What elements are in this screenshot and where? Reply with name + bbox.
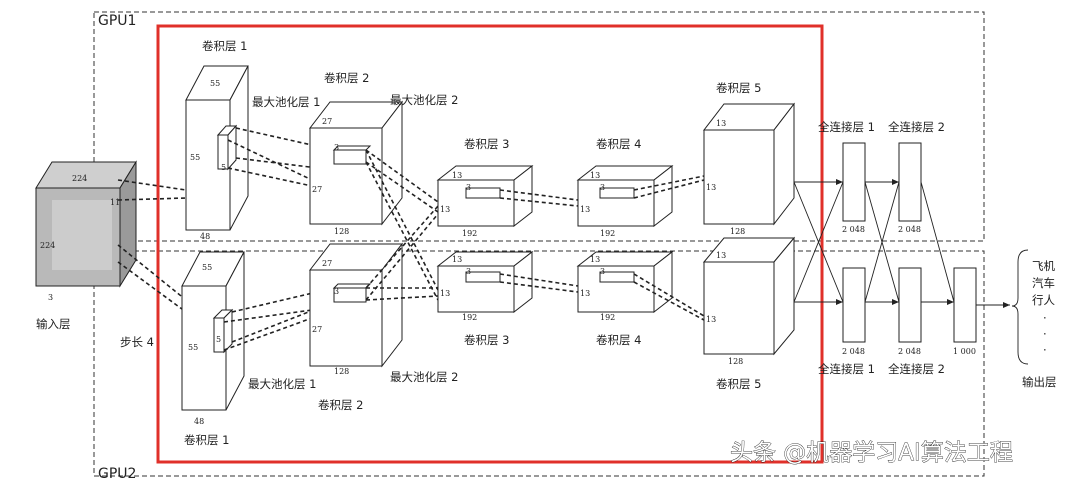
bottom-conv1-label: 卷积层 1	[184, 433, 229, 447]
top-conv3-block	[436, 164, 534, 228]
top-conv1-label: 卷积层 1	[202, 39, 247, 53]
bottom-conv3-k: 3	[466, 267, 471, 276]
top-conv3-label: 卷积层 3	[464, 137, 509, 151]
output-brace	[1011, 249, 1029, 365]
bottom-conv5-label: 卷积层 5	[716, 377, 761, 391]
output-item-5: ·	[1043, 327, 1047, 341]
bottom-pool2-label: 最大池化层 2	[390, 370, 458, 384]
bottom-conv3-h: 13	[452, 255, 462, 264]
bottom-conv2-label: 卷积层 2	[318, 398, 363, 412]
top-conv5-w: 13	[706, 183, 716, 192]
bottom-pool1-label: 最大池化层 1	[248, 377, 316, 391]
bottom-fc2-label: 全连接层 2	[888, 362, 945, 376]
top-conv1-h: 55	[210, 79, 220, 88]
top-conv2-w: 27	[312, 185, 322, 194]
output-item-6: ·	[1043, 343, 1047, 357]
input-dim-w: 224	[40, 241, 55, 250]
bottom-fc1-label: 全连接层 1	[818, 362, 875, 376]
output-item-1: 飞机	[1032, 259, 1055, 273]
output-label: 输出层	[1022, 375, 1057, 389]
bottom-conv2-h: 27	[322, 259, 332, 268]
top-conv4-h: 13	[590, 171, 600, 180]
output-item-4: ·	[1043, 311, 1047, 325]
top-conv5-block	[702, 102, 796, 226]
bottom-conv4-block	[576, 250, 674, 314]
top-fc2-n: 2 048	[898, 225, 921, 234]
top-conv4-w: 13	[580, 205, 590, 214]
top-conv4-label: 卷积层 4	[596, 137, 641, 151]
bottom-fc2-block	[898, 267, 922, 343]
top-conv4-d: 192	[600, 229, 615, 238]
bottom-conv5-block	[702, 236, 796, 356]
bottom-conv2-k: 3	[334, 287, 339, 296]
bottom-conv3-w: 13	[440, 289, 450, 298]
output-item-3: 行人	[1032, 293, 1055, 307]
top-conv3-k: 3	[466, 183, 471, 192]
highlight-frame	[156, 24, 824, 464]
bottom-out-fc-block	[953, 267, 977, 343]
watermark: 头条 @机器学习AI算法工程	[730, 440, 1013, 466]
top-fc2-label: 全连接层 2	[888, 120, 945, 134]
stride-label: 步长 4	[120, 335, 154, 349]
top-conv1-block	[185, 65, 249, 231]
top-conv1-d: 48	[200, 232, 210, 241]
bottom-conv1-h: 55	[202, 263, 212, 272]
top-pool1-label: 最大池化层 1	[252, 95, 320, 109]
top-conv1-w: 55	[190, 153, 200, 162]
bottom-conv4-w: 13	[580, 289, 590, 298]
bottom-conv1-block	[181, 251, 245, 411]
gpu1-label: GPU1	[98, 13, 136, 29]
bottom-fc1-n: 2 048	[842, 347, 865, 356]
input-image	[35, 160, 137, 288]
bottom-conv3-d: 192	[462, 313, 477, 322]
bottom-conv4-label: 卷积层 4	[596, 333, 641, 347]
bottom-out-fc-n: 1 000	[953, 347, 976, 356]
gpu1-region	[93, 11, 985, 242]
bottom-conv1-w: 55	[188, 343, 198, 352]
top-conv4-block	[576, 164, 674, 228]
input-kernel: 11	[110, 198, 120, 207]
top-conv5-h: 13	[716, 119, 726, 128]
bottom-conv2-block	[308, 242, 404, 368]
bottom-conv5-d: 128	[728, 357, 743, 366]
fc-connections	[793, 179, 1010, 308]
top-fc2-block	[898, 142, 922, 222]
top-conv2-d: 128	[334, 227, 349, 236]
bottom-conv1-k: 5	[216, 335, 221, 344]
top-conv3-d: 192	[462, 229, 477, 238]
bottom-conv2-d: 128	[334, 367, 349, 376]
top-fc1-n: 2 048	[842, 225, 865, 234]
top-conv2-k: 3	[334, 143, 339, 152]
bottom-conv4-d: 192	[600, 313, 615, 322]
top-conv2-h: 27	[322, 117, 332, 126]
input-dim-h: 224	[72, 174, 87, 183]
bottom-conv3-label: 卷积层 3	[464, 333, 509, 347]
bottom-conv5-h: 13	[716, 251, 726, 260]
top-conv5-d: 128	[730, 227, 745, 236]
top-conv5-label: 卷积层 5	[716, 81, 761, 95]
gpu2-label: GPU2	[98, 466, 136, 481]
top-conv3-w: 13	[440, 205, 450, 214]
top-conv4-k: 3	[600, 183, 605, 192]
top-conv3-h: 13	[452, 171, 462, 180]
bottom-conv4-h: 13	[590, 255, 600, 264]
top-pool2-label: 最大池化层 2	[390, 93, 458, 107]
top-conv1-k: 5	[221, 163, 226, 172]
top-fc1-block	[842, 142, 866, 222]
gpu2-region	[93, 250, 985, 477]
bottom-fc1-block	[842, 267, 866, 343]
top-conv2-label: 卷积层 2	[324, 71, 369, 85]
bottom-conv5-w: 13	[706, 315, 716, 324]
top-fc1-label: 全连接层 1	[818, 120, 875, 134]
top-conv2-block	[308, 100, 404, 226]
output-item-2: 汽车	[1032, 276, 1055, 290]
input-label: 输入层	[36, 317, 71, 331]
bottom-conv1-d: 48	[194, 417, 204, 426]
bottom-conv2-w: 27	[312, 325, 322, 334]
bottom-fc2-n: 2 048	[898, 347, 921, 356]
input-depth: 3	[48, 293, 53, 302]
bottom-conv4-k: 3	[600, 267, 605, 276]
